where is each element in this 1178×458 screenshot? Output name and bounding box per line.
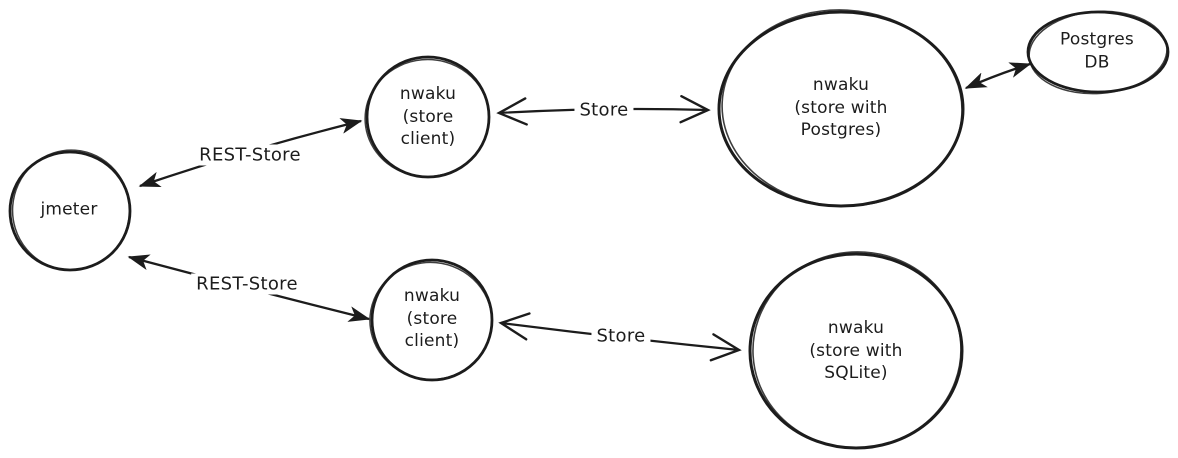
edge-postgres-link-line [966, 64, 1030, 90]
node-nwaku-store-client-bottom-shape [369, 258, 494, 382]
node-nwaku-store-postgres-shape [717, 9, 965, 208]
node-postgres-db-shape [1026, 10, 1170, 95]
node-nwaku-store-client-top-shape [364, 55, 491, 179]
edge-store-bottom-label: Store [591, 325, 651, 347]
edge-rest-store-top-label: REST-Store [194, 144, 306, 166]
edge-store-top-label: Store [574, 99, 634, 121]
node-nwaku-store-sqlite-shape [748, 251, 964, 450]
edge-rest-store-bottom-label: REST-Store [191, 273, 303, 295]
node-jmeter-shape [8, 149, 132, 272]
